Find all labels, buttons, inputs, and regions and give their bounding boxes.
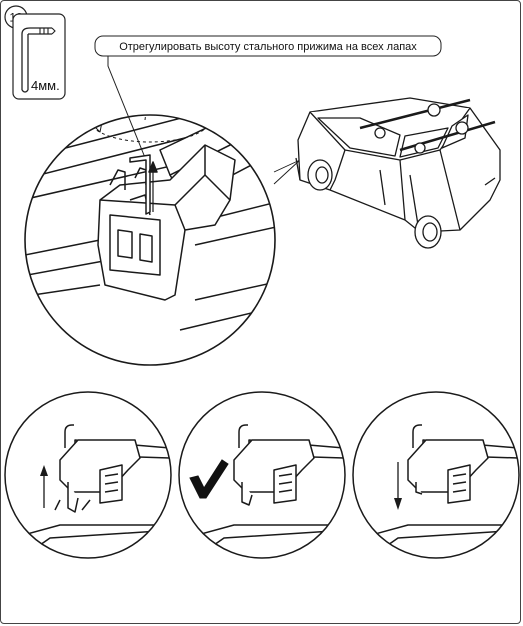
callout: Отрегулировать высоту стального прижима … <box>94 35 442 171</box>
panel-raise <box>4 391 172 559</box>
magnified-detail <box>24 114 276 366</box>
panel-lower <box>352 391 520 559</box>
arrow-up-icon <box>40 465 48 508</box>
allen-key-icon <box>21 27 56 93</box>
callout-text: Отрегулировать высоту стального прижима … <box>119 41 417 53</box>
tool-size-label: 4мм. <box>31 78 60 93</box>
checkmark-icon <box>189 459 229 499</box>
panel-correct <box>178 391 346 559</box>
vehicle-illustration <box>273 97 501 249</box>
hex-key-tool: 4мм. <box>12 13 66 100</box>
arrow-down-icon <box>394 462 402 510</box>
